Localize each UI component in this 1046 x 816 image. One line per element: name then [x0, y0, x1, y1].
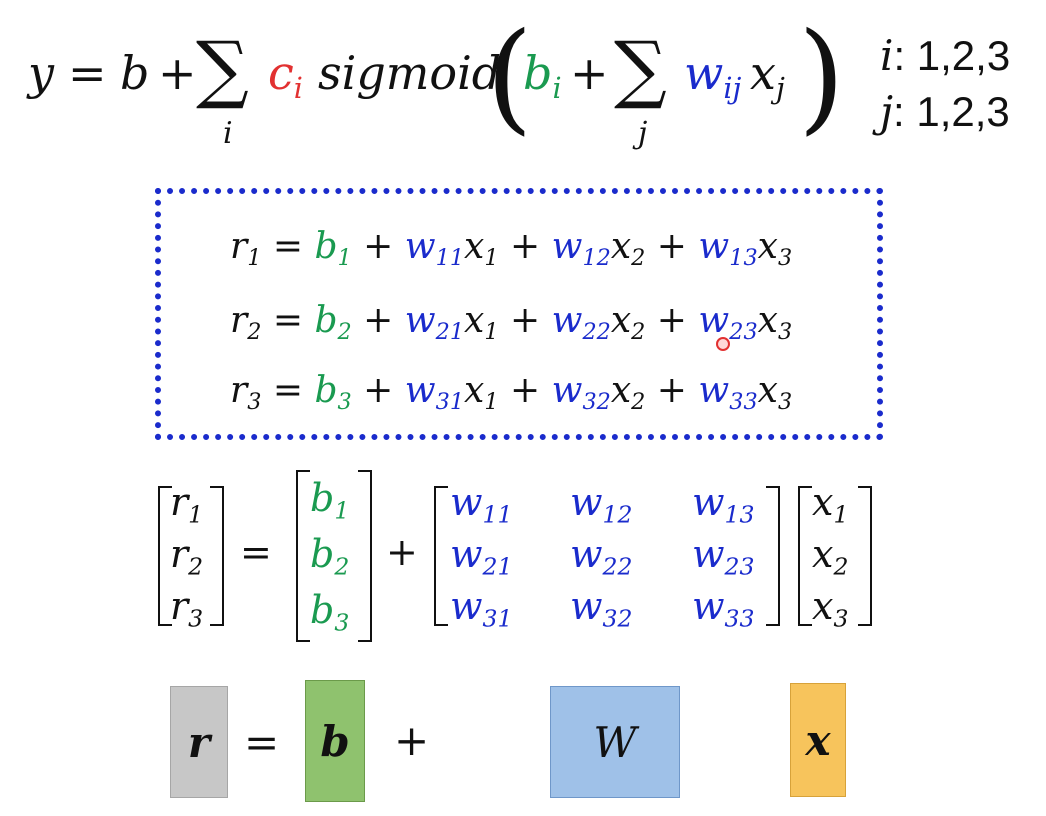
formula-equals: = [68, 46, 107, 100]
block-b: b [305, 680, 365, 802]
vec-r-2: r2 [170, 532, 204, 581]
formula-y: y [28, 46, 54, 100]
sigmoid-formula: y = b + ∑ i ci sigmoid ( bi + ∑ j wij xj… [28, 18, 868, 163]
expanded-equations-box [155, 188, 883, 440]
formula-b: b [120, 46, 150, 100]
mat-w-33: w33 [692, 584, 755, 633]
mat-w-22: w22 [570, 532, 633, 581]
mat-w-32: w32 [570, 584, 633, 633]
c-symbol: c [268, 46, 294, 100]
vec-x-3: x3 [812, 584, 849, 633]
mat-w-23: w23 [692, 532, 755, 581]
vec-b-3: b3 [310, 588, 350, 637]
vector-equals: = [244, 718, 280, 767]
equation-row-3: r3 = b3 + w31x1 + w32x2 + w33x3 [230, 370, 793, 416]
bracket-w-right [766, 486, 780, 626]
block-b-label: b [320, 716, 350, 766]
x-subscript: j [775, 72, 785, 106]
c-subscript: i [293, 72, 303, 106]
matrix-equals: = [240, 530, 272, 574]
w-subscript: ij [723, 72, 742, 106]
block-r: r [170, 686, 228, 798]
range-j: j: 1,2,3 [880, 84, 1010, 140]
bracket-b-left [296, 470, 310, 642]
range-j-var: j [880, 87, 894, 136]
matrix-plus: + [386, 530, 418, 574]
vector-plus: + [394, 716, 430, 765]
range-i-values: : 1,2,3 [893, 32, 1011, 79]
bracket-b-right [358, 470, 372, 642]
block-r-label: r [187, 717, 211, 767]
formula-plus: + [158, 46, 197, 100]
sum-over-j-icon: ∑ [614, 26, 667, 112]
vec-r-3: r3 [170, 584, 204, 633]
range-i-var: i [880, 31, 894, 80]
mat-w-13: w13 [692, 480, 755, 529]
open-paren: ( [486, 8, 533, 147]
close-paren: ) [798, 8, 845, 147]
vec-x-2: x2 [812, 532, 849, 581]
sum-index-i: i [223, 116, 233, 151]
bracket-w-left [434, 486, 448, 626]
block-x: x [790, 683, 846, 797]
bracket-x-right [858, 486, 872, 626]
sum-over-i-icon: ∑ [196, 26, 249, 112]
equation-row-2: r2 = b2 + w21x1 + w22x2 + w23x3 [230, 300, 793, 346]
mat-w-31: w31 [450, 584, 513, 633]
bi-subscript: i [552, 72, 562, 106]
bracket-r-right [210, 486, 224, 626]
vec-r-1: r1 [170, 480, 204, 529]
block-x-label: x [805, 715, 831, 765]
formula-c: ci [268, 50, 303, 104]
vec-x-1: x1 [812, 480, 849, 529]
bi-symbol: b [523, 46, 553, 100]
bracket-r-left [158, 486, 172, 626]
vec-b-1: b1 [310, 476, 350, 525]
equation-row-1: r1 = b1 + w11x1 + w12x2 + w13x3 [230, 226, 793, 272]
w-symbol: w [684, 46, 724, 100]
formula-xj: xj [750, 50, 785, 104]
range-i: i: 1,2,3 [880, 28, 1010, 84]
formula-wij: wij [684, 50, 741, 104]
index-ranges: i: 1,2,3 j: 1,2,3 [880, 28, 1010, 140]
mat-w-11: w11 [450, 480, 513, 529]
sigmoid-text: sigmoid [318, 46, 502, 100]
bracket-x-left [798, 486, 812, 626]
mat-w-12: w12 [570, 480, 633, 529]
x-symbol: x [750, 46, 776, 100]
formula-bi: bi [523, 50, 562, 104]
mat-w-21: w21 [450, 532, 513, 581]
block-W: W [550, 686, 680, 798]
pointer-cursor-icon [716, 337, 730, 351]
formula-plus-2: + [570, 46, 609, 100]
range-j-values: : 1,2,3 [893, 88, 1010, 135]
vec-b-2: b2 [310, 532, 350, 581]
sum-index-j: j [638, 116, 648, 151]
block-W-label: W [593, 717, 637, 767]
